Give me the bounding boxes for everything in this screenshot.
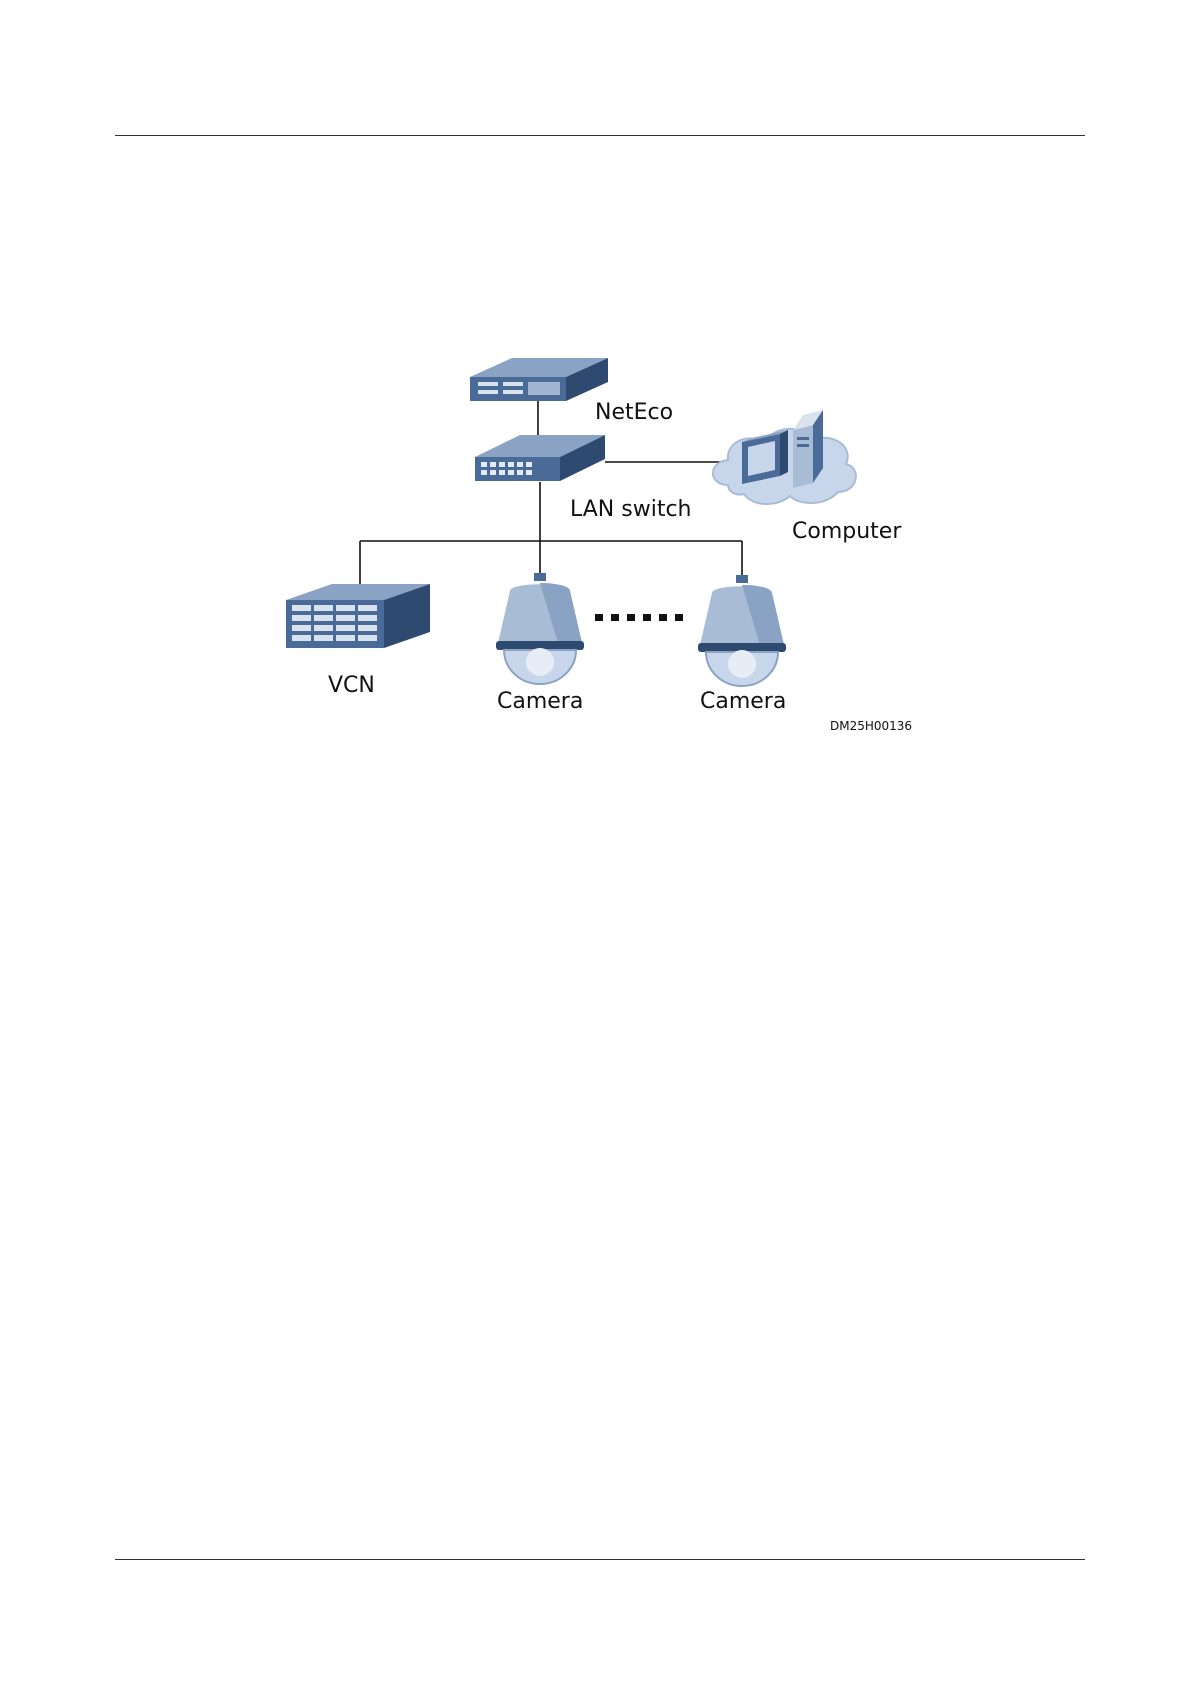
vcn-label: VCN [328, 673, 375, 698]
lan-switch-label: LAN switch [570, 497, 692, 522]
neteco-label: NetEco [595, 400, 673, 425]
camera-2-label: Camera [700, 689, 786, 714]
camera-icon [698, 575, 786, 686]
vcn-storage-icon [286, 584, 430, 648]
footer-rule [115, 1559, 1085, 1560]
neteco-server-icon [470, 358, 608, 401]
computer-label: Computer [792, 519, 902, 544]
computer-icon [713, 410, 856, 504]
connection-lines [360, 398, 742, 590]
lan-switch-icon [475, 435, 605, 481]
camera-1-label: Camera [497, 689, 583, 714]
more-cameras-dots [595, 614, 683, 621]
figure-code: DM25H00136 [830, 719, 912, 733]
camera-icon [496, 573, 584, 684]
